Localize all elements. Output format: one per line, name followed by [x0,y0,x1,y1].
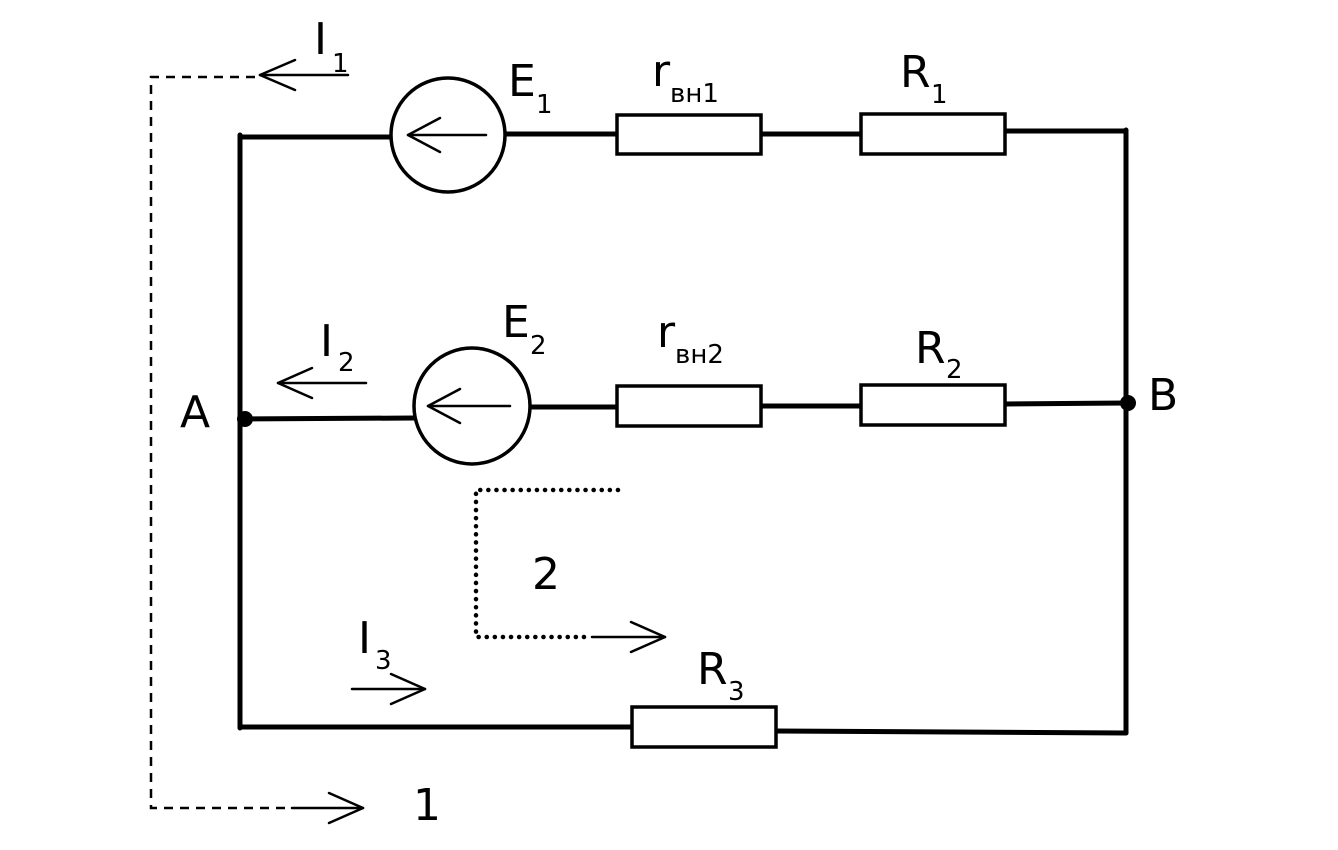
bottom-branch-wire-b [773,728,1129,736]
label-i2: I 2 [320,316,355,378]
loop-2-path [473,487,667,654]
label-node-a: A [180,387,210,438]
svg-text:2: 2 [946,355,963,385]
label-r-int-1: r вн1 [652,46,719,109]
svg-text:3: 3 [728,677,745,707]
label-loop-2: 2 [532,549,560,600]
svg-text:1: 1 [332,49,349,79]
middle-branch-wire-a [237,415,417,422]
resistor-r2 [859,383,1007,427]
svg-text:R: R [915,323,946,374]
svg-text:2: 2 [530,331,547,361]
label-e1: E 1 [508,56,553,120]
label-i3: I 3 [358,613,392,676]
resistor-r-int-1 [615,113,763,156]
label-r3: R 3 [697,644,745,707]
resistor-r3 [630,705,778,749]
resistor-r-int-2 [615,384,763,428]
svg-text:вн1: вн1 [670,79,719,109]
svg-text:E: E [508,56,536,107]
svg-text:R: R [900,47,931,98]
svg-text:R: R [697,644,728,695]
svg-text:вн2: вн2 [675,340,724,370]
emf-source-e1 [389,76,507,194]
svg-text:1: 1 [931,80,948,110]
svg-text:E: E [502,297,530,348]
current-arrow-i3 [350,672,427,706]
resistor-r1 [859,112,1007,156]
node-b-dot [1120,395,1136,411]
svg-text:r: r [652,46,671,97]
svg-text:3: 3 [375,646,392,676]
label-r-int-2: r вн2 [657,307,724,370]
svg-text:I: I [358,613,371,664]
label-loop-1: 1 [413,780,441,831]
svg-text:2: 2 [338,348,355,378]
loop-1-path [149,75,365,825]
current-arrow-i2 [276,366,368,400]
svg-text:I: I [314,14,327,65]
circuit-wires [237,127,1129,736]
label-r2: R 2 [915,323,963,385]
label-e2: E 2 [502,297,547,361]
emf-source-e2 [412,346,532,466]
current-arrow-i1 [258,58,350,92]
svg-text:1: 1 [536,90,553,120]
middle-branch-wire-d [1002,400,1129,407]
node-a-dot [237,411,253,427]
label-node-b: B [1148,370,1178,421]
label-i1: I 1 [314,14,349,79]
svg-text:I: I [320,316,333,367]
label-r1: R 1 [900,47,948,110]
svg-text:r: r [657,307,676,358]
